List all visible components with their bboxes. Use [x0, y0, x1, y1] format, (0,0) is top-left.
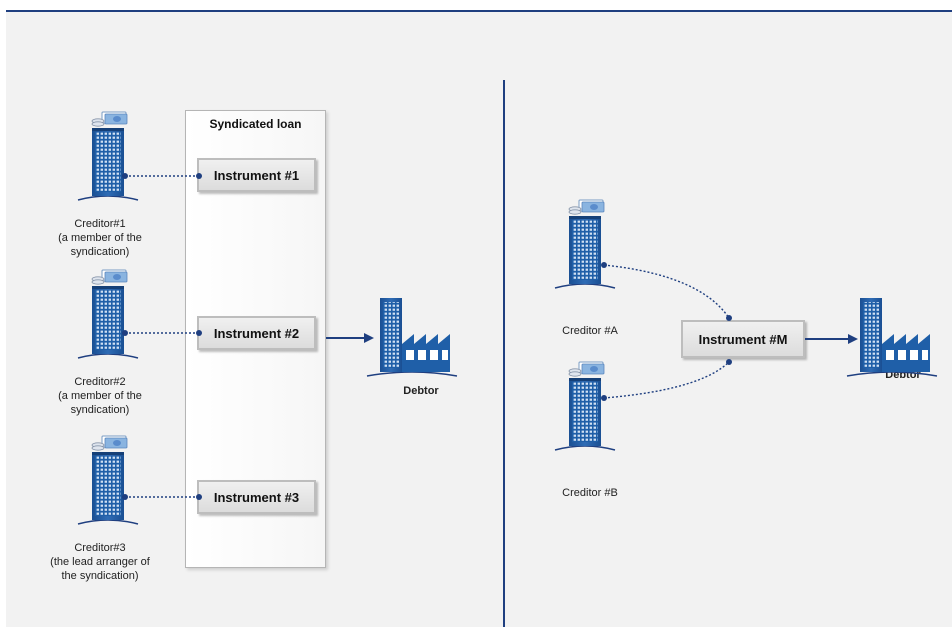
- creditor-b-bank-building-icon: [554, 361, 616, 451]
- creditor-2-label: Creditor#2 (a member of the syndication): [58, 376, 142, 416]
- instrument-m-label: Instrument #M: [698, 331, 788, 347]
- instrument-3-label: Instrument #3: [213, 489, 300, 505]
- center-divider: [503, 80, 505, 627]
- instrument-2-label: Instrument #2: [213, 325, 300, 341]
- right-connector-dots: [601, 262, 732, 401]
- right-connectors: [603, 264, 730, 399]
- left-connectors: [125, 175, 199, 498]
- debtor-right-factory-icon: [846, 297, 938, 377]
- creditor-1-label: Creditor#1 (a member of the syndication): [58, 218, 142, 258]
- creditor-1-bank-building-icon: [77, 111, 139, 201]
- creditor-a-bank-building-icon: [554, 199, 616, 289]
- left-connector-dots: [122, 173, 202, 500]
- creditor-a-label: Creditor #A: [562, 325, 618, 337]
- creditor-3-bank-building-icon: [77, 435, 139, 525]
- instrument-1-label: Instrument #1: [213, 167, 300, 183]
- instrument-m-box[interactable]: Instrument #M: [681, 320, 805, 358]
- instrument-2-box[interactable]: Instrument #2: [197, 316, 316, 350]
- debtor-left-factory-icon: [366, 297, 458, 377]
- creditor-b-label: Creditor #B: [562, 487, 618, 499]
- syndicated-loan-title: Syndicated loan: [209, 117, 302, 131]
- creditor-3-label: Creditor#3 (the lead arranger of the syn…: [50, 542, 150, 582]
- creditor-2-bank-building-icon: [77, 269, 139, 359]
- background-panel: [6, 12, 952, 627]
- instrument-3-box[interactable]: Instrument #3: [197, 480, 316, 514]
- top-rule: [6, 10, 952, 12]
- debtor-left-label: Debtor: [403, 385, 439, 397]
